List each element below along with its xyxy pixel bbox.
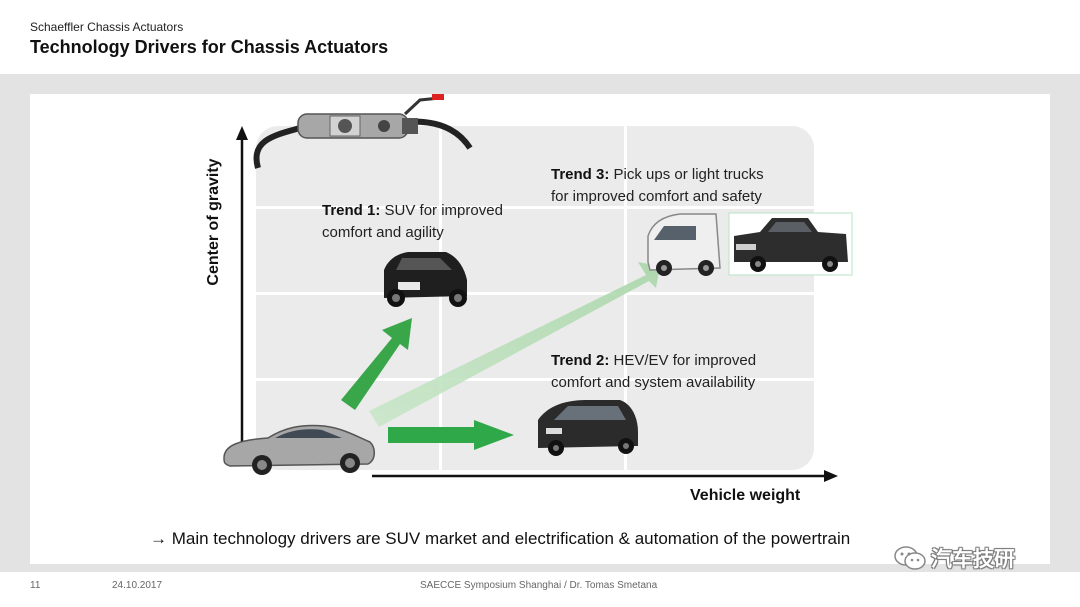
footer-date: 24.10.2017: [112, 580, 163, 591]
diagram-grid: [256, 126, 814, 470]
trend3-line2: for improved comfort and safety: [551, 188, 762, 205]
actuator-image: [253, 94, 473, 169]
trend1-line2: comfort and agility: [322, 224, 444, 241]
trend1-text: Trend 1: SUV for improved comfort and ag…: [322, 200, 503, 244]
trend1-label: Trend 1:: [322, 202, 381, 219]
y-axis-label: Center of gravity: [205, 158, 222, 286]
grid-line: [256, 292, 814, 295]
y-axis: [236, 126, 248, 452]
watermark: 汽车技研: [893, 543, 1015, 573]
trend3-label: Trend 3:: [551, 166, 610, 183]
trend2-label: Trend 2:: [551, 352, 610, 369]
slide-header: Schaeffler Chassis Actuators Technology …: [0, 0, 1080, 74]
trend2-line2: comfort and system availability: [551, 374, 756, 391]
trend2-text: Trend 2: HEV/EV for improved comfort and…: [551, 350, 756, 394]
wechat-icon: [894, 546, 926, 570]
van-image: [647, 213, 721, 276]
trend3-arrow: [369, 262, 660, 427]
suv-image: [384, 252, 467, 307]
pickup-truck-image: [728, 212, 853, 276]
grid-line: [256, 206, 814, 209]
slide-subtitle: Schaeffler Chassis Actuators: [30, 20, 184, 34]
footer-event: SAECCE Symposium Shanghai / Dr. Tomas Sm…: [420, 580, 658, 591]
ev-hatchback-image: [538, 400, 638, 456]
x-axis-label: Vehicle weight: [690, 487, 801, 504]
slide-title: Technology Drivers for Chassis Actuators: [30, 37, 389, 57]
x-axis: [372, 470, 838, 482]
grid-line: [439, 126, 442, 470]
watermark-text: 汽车技研: [931, 548, 1015, 571]
footer-page-number: 11: [30, 580, 41, 591]
grid-line: [256, 378, 814, 381]
sedan-image: [223, 424, 375, 475]
grid-line: [624, 126, 627, 470]
trend3-line1: Pick ups or light trucks: [613, 166, 764, 183]
conclusion-text: → Main technology drivers are SUV market…: [150, 529, 851, 548]
trend3-text: Trend 3: Pick ups or light trucks for im…: [551, 164, 764, 208]
trend1-arrow: [341, 318, 412, 410]
trend2-arrow: [388, 420, 514, 450]
trend2-line1: HEV/EV for improved: [613, 352, 757, 369]
trend1-line1: SUV for improved: [384, 202, 503, 219]
